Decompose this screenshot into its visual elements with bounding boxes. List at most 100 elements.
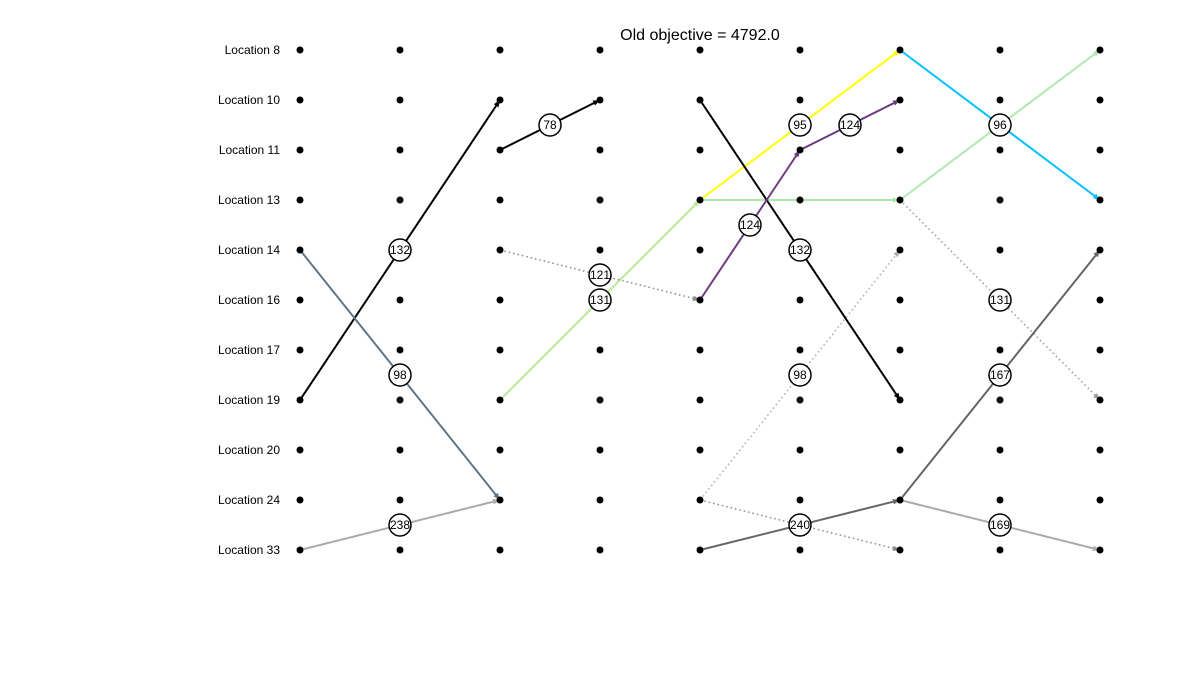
grid-node: [1096, 46, 1104, 54]
edge-label-circle: [388, 513, 412, 537]
grid-node: [1096, 246, 1104, 254]
grid-node: [596, 146, 604, 154]
grid-node: [496, 346, 504, 354]
grid-node: [1096, 546, 1104, 554]
edge-label-circle: [788, 363, 812, 387]
edge-label-circle: [788, 513, 812, 537]
location-label: Location 19: [218, 393, 280, 407]
grid-node: [796, 196, 804, 204]
grid-node: [696, 346, 704, 354]
edge-label-circle: [538, 113, 562, 137]
grid-node: [296, 396, 304, 404]
edge-label-circle: [788, 238, 812, 262]
grid-node: [1096, 446, 1104, 454]
grid-node: [496, 246, 504, 254]
location-label: Location 16: [218, 293, 280, 307]
grid-node: [896, 246, 904, 254]
grid-node: [596, 46, 604, 54]
grid-node: [796, 46, 804, 54]
grid-node: [296, 546, 304, 554]
grid-node: [696, 46, 704, 54]
grid-node: [296, 246, 304, 254]
grid-node: [296, 496, 304, 504]
grid-node: [1096, 96, 1104, 104]
grid-node: [796, 96, 804, 104]
edge-label-text: 240: [790, 518, 810, 532]
edge-label-text: 169: [990, 518, 1010, 532]
grid-node: [996, 446, 1004, 454]
edge-label-circle: [388, 363, 412, 387]
grid-node: [1096, 146, 1104, 154]
edge-label-circle: [988, 513, 1012, 537]
grid-node: [696, 296, 704, 304]
location-labels: Location 8 Location 10 Location 11 Location…: [218, 43, 280, 557]
grid-node: [796, 146, 804, 154]
grid-node: [396, 446, 404, 454]
grid-node: [696, 196, 704, 204]
edge-label-text: 238: [390, 518, 410, 532]
location-label: Location 11: [219, 143, 280, 157]
location-label: Location 17: [218, 343, 280, 357]
grid-node: [796, 496, 804, 504]
grid-node: [1096, 346, 1104, 354]
grid-node: [696, 496, 704, 504]
grid-node: [496, 446, 504, 454]
edge-label-circle: [588, 288, 612, 312]
grid-node: [996, 246, 1004, 254]
edge-label-circle: [588, 263, 612, 287]
edge-label-text: 121: [590, 268, 610, 282]
grid-node: [696, 146, 704, 154]
grid-node: [596, 196, 604, 204]
grid-node: [296, 296, 304, 304]
edge-label-text: 78: [543, 118, 557, 132]
edge-label: 124: [738, 213, 762, 237]
location-label: Location 24: [218, 493, 280, 507]
grid-node: [396, 96, 404, 104]
grid-node: [896, 396, 904, 404]
edge-label: 124: [838, 113, 862, 137]
grid-node: [396, 296, 404, 304]
edge-label-text: 167: [990, 368, 1010, 382]
grid-node: [796, 446, 804, 454]
edge-label-circle: [988, 288, 1012, 312]
edge-label-text: 95: [793, 118, 807, 132]
edge-label-circle: [988, 113, 1012, 137]
grid-node: [496, 196, 504, 204]
grid-node: [596, 496, 604, 504]
edge-label-text: 124: [740, 218, 760, 232]
grid-node: [896, 96, 904, 104]
grid-node: [396, 546, 404, 554]
edge-label: 169: [988, 513, 1012, 537]
edge-label: 98: [788, 363, 812, 387]
grid-node: [896, 346, 904, 354]
edge-label: 78: [538, 113, 562, 137]
grid-node: [996, 346, 1004, 354]
grid-node: [496, 146, 504, 154]
grid-node: [396, 146, 404, 154]
grid-node: [296, 196, 304, 204]
grid-node: [296, 46, 304, 54]
edge-label: 131: [588, 288, 612, 312]
grid-node: [496, 96, 504, 104]
grid-node: [896, 196, 904, 204]
edge-label: 238: [388, 513, 412, 537]
edge-label-circle: [388, 238, 412, 262]
edge-label-text: 131: [590, 293, 610, 307]
grid-node: [796, 296, 804, 304]
grid-node: [696, 246, 704, 254]
grid-node: [296, 346, 304, 354]
edge-label-text: 98: [393, 368, 407, 382]
edge-label: 240: [788, 513, 812, 537]
location-label: Location 10: [218, 93, 280, 107]
location-label: Location 20: [218, 443, 280, 457]
grid-node: [1096, 496, 1104, 504]
grid-node: [296, 96, 304, 104]
edge-label: 95: [788, 113, 812, 137]
location-label: Location 8: [225, 43, 281, 57]
grid-node: [696, 396, 704, 404]
grid-node: [996, 396, 1004, 404]
edge-label-text: 132: [790, 243, 810, 257]
grid-node: [896, 496, 904, 504]
grid-node: [896, 296, 904, 304]
edge-label-circle: [788, 113, 812, 137]
